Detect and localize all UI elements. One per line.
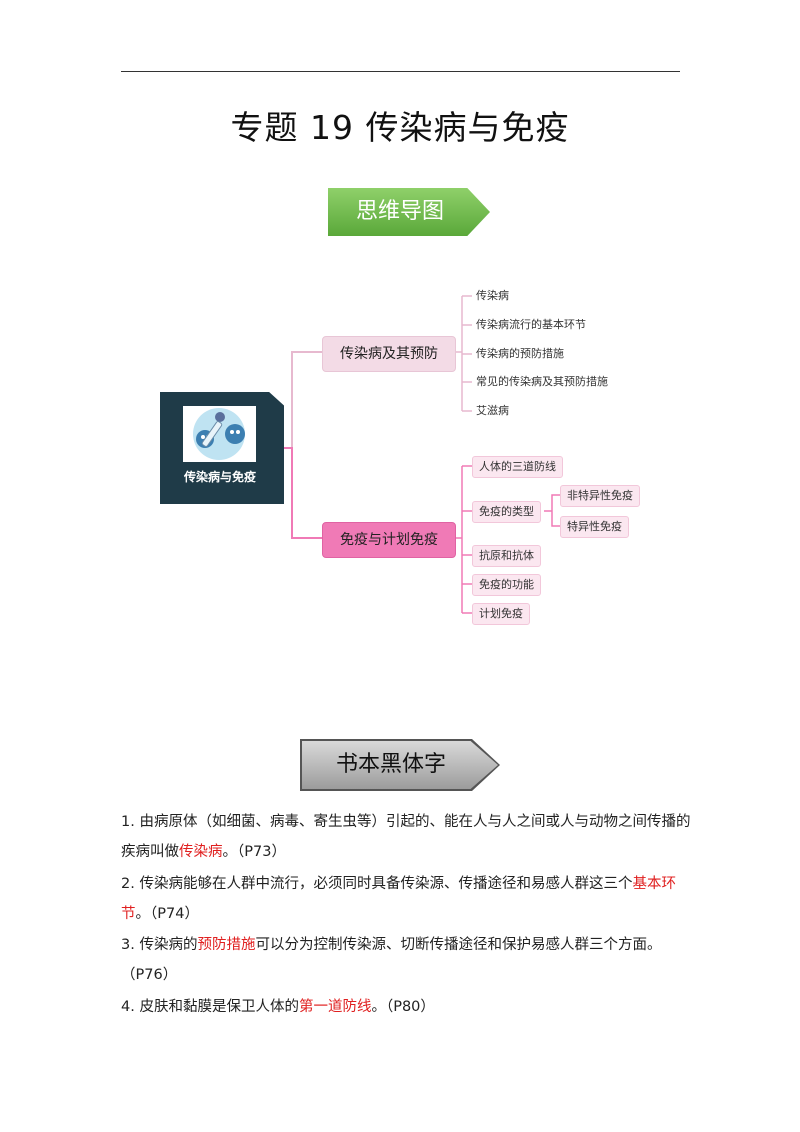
connector-root-branch2 <box>284 447 322 539</box>
leaf-immune-functions[interactable]: 免疫的功能 <box>472 574 541 596</box>
leaf-specific-immunity[interactable]: 特异性免疫 <box>560 516 629 538</box>
connector-branch2-leaves <box>454 466 463 613</box>
leaf-prevention-measures[interactable]: 传染病的预防措施 <box>476 347 564 360</box>
key-item-4-pre: 4. 皮肤和黏膜是保卫人体的 <box>121 999 299 1015</box>
leaf-nonspecific-immunity[interactable]: 非特异性免疫 <box>560 485 640 507</box>
mindmap-banner: 思维导图 <box>328 188 490 236</box>
key-item-2-post: 。（P74） <box>135 906 199 922</box>
leaf-immunity-types[interactable]: 免疫的类型 <box>472 501 541 523</box>
virus-syringe-icon <box>183 406 256 462</box>
branch-immunity[interactable]: 免疫与计划免疫 <box>322 522 456 558</box>
key-item-2-pre: 2. 传染病能够在人群中流行，必须同时具备传染源、传播途径和易感人群这三个 <box>121 876 633 892</box>
leaf-aids[interactable]: 艾滋病 <box>476 404 509 417</box>
mind-map: 传染病与免疫 传染病及其预防 免疫与计划免疫 传染病 传染病流行的基本环节 传染… <box>160 289 640 625</box>
key-item-3-post: 可以分为控制传染源、切断传播途径和保护易感人群三个方面。（P76） <box>121 937 662 983</box>
keywords-banner: 书本黑体字 <box>302 741 498 789</box>
branch-infectious-disease[interactable]: 传染病及其预防 <box>322 336 456 372</box>
key-item-4-highlight: 第一道防线 <box>298 999 372 1015</box>
key-item-2: 2. 传染病能够在人群中流行，必须同时具备传染源、传播途径和易感人群这三个基本环… <box>121 869 691 929</box>
key-item-1: 1. 由病原体（如细菌、病毒、寄生虫等）引起的、能在人与人之间或人与动物之间传播… <box>121 807 691 867</box>
connector-root-branch1 <box>284 351 322 449</box>
key-item-1-highlight: 传染病 <box>179 844 223 860</box>
leaf-epidemic-links[interactable]: 传染病流行的基本环节 <box>476 318 586 331</box>
leaf-common-diseases[interactable]: 常见的传染病及其预防措施 <box>476 375 608 388</box>
key-item-3: 3. 传染病的预防措施可以分为控制传染源、切断传播途径和保护易感人群三个方面。（… <box>121 930 691 990</box>
mindmap-banner-label: 思维导图 <box>355 199 444 224</box>
key-item-4-post: 。（P80） <box>371 999 435 1015</box>
leaf-antigen-antibody[interactable]: 抗原和抗体 <box>472 545 541 567</box>
leaf-infectious-disease[interactable]: 传染病 <box>476 289 509 302</box>
key-item-1-pre: 1. 由病原体（如细菌、病毒、寄生虫等）引起的、能在人与人之间或人与动物之间传播… <box>121 814 691 860</box>
mind-map-connectors <box>284 295 560 614</box>
key-item-1-post: 。（P73） <box>222 844 286 860</box>
leaf-three-defense-lines[interactable]: 人体的三道防线 <box>472 456 563 478</box>
header-rule <box>121 71 680 72</box>
connector-type-subleaves <box>544 494 560 527</box>
leaf-planned-immunization[interactable]: 计划免疫 <box>472 603 530 625</box>
key-item-2-highlight: 基本环节 <box>121 876 676 922</box>
key-item-4: 4. 皮肤和黏膜是保卫人体的第一道防线。（P80） <box>121 992 691 1022</box>
key-item-3-pre: 3. 传染病的 <box>121 937 198 953</box>
key-item-3-highlight: 预防措施 <box>197 937 256 953</box>
page-title: 专题 19 传染病与免疫 <box>230 108 570 147</box>
root-node-label: 传染病与免疫 <box>183 470 256 484</box>
keywords-banner-label: 书本黑体字 <box>335 752 446 777</box>
